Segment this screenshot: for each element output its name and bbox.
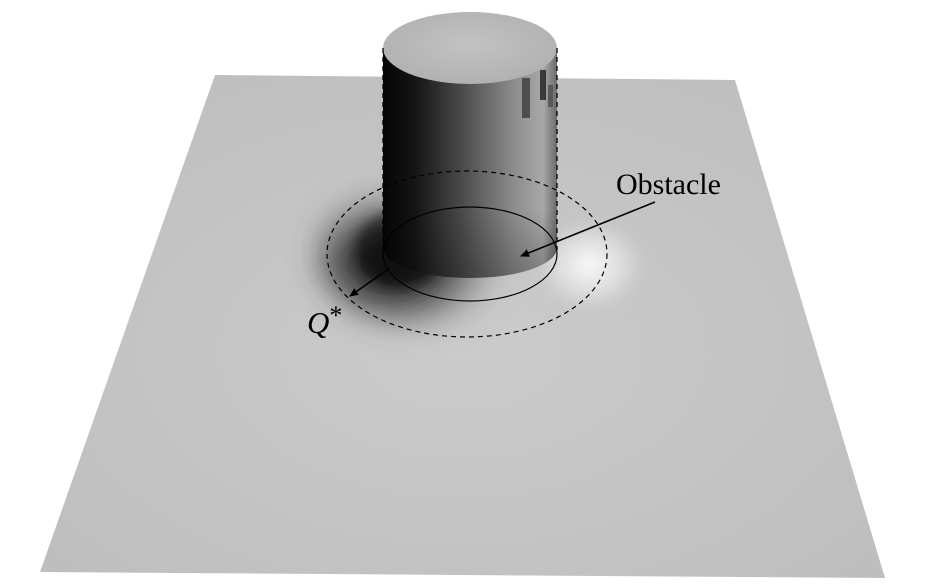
obstacle-label: Obstacle	[616, 168, 721, 201]
influence-region	[326, 170, 608, 338]
obstacle-boundary	[382, 206, 558, 302]
cylinder-top	[383, 12, 557, 84]
obstacle-arrow	[520, 201, 656, 257]
q-star-label: Q*	[307, 301, 342, 340]
q-superscript: *	[329, 301, 342, 330]
ground-plane	[40, 75, 885, 578]
obstacle-cylinder	[383, 12, 557, 278]
q-star-arrow	[349, 267, 391, 297]
q-symbol: Q	[307, 305, 329, 340]
